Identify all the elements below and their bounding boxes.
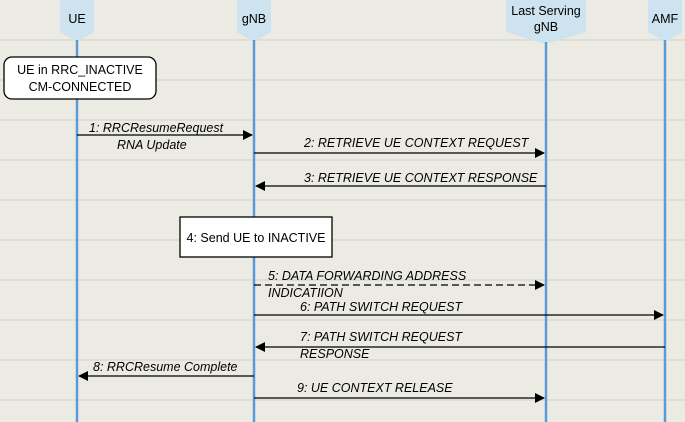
message-3-label: 3: RETRIEVE UE CONTEXT RESPONSE <box>304 171 538 185</box>
last-serving-gnb-label-line2: gNB <box>534 20 558 34</box>
message-6-label: 6: PATH SWITCH REQUEST <box>300 300 463 314</box>
message-7-label: 7: PATH SWITCH REQUEST <box>300 330 463 344</box>
gnb-header-shape <box>237 0 271 42</box>
message-1-label: 1: RRCResumeRequest <box>89 121 224 135</box>
last-serving-gnb-header-shape <box>506 0 586 44</box>
amf-header-shape <box>648 0 682 42</box>
ue-state-line1: UE in RRC_INACTIVE <box>17 63 143 77</box>
ue-label: UE <box>68 12 85 26</box>
send-inactive-note <box>179 216 333 258</box>
message-9-label: 9: UE CONTEXT RELEASE <box>297 381 453 395</box>
message-5-label: 5: DATA FORWARDING ADDRESS <box>268 269 467 283</box>
last-serving-gnb-label-line1: Last Serving <box>511 4 581 18</box>
ue-state-note <box>3 56 157 100</box>
message-8-label: 8: RRCResume Complete <box>93 360 238 374</box>
message-2-label: 2: RETRIEVE UE CONTEXT REQUEST <box>303 136 530 150</box>
ue-state-line2: CM-CONNECTED <box>29 80 132 94</box>
message-5-sublabel: INDICATIION <box>268 286 344 300</box>
send-inactive-text: 4: Send UE to INACTIVE <box>187 231 326 245</box>
gnb-label: gNB <box>242 12 266 26</box>
message-7-sublabel: RESPONSE <box>300 347 370 361</box>
ue-header-shape <box>60 0 94 42</box>
message-1-sublabel: RNA Update <box>117 138 187 152</box>
amf-label: AMF <box>652 12 679 26</box>
